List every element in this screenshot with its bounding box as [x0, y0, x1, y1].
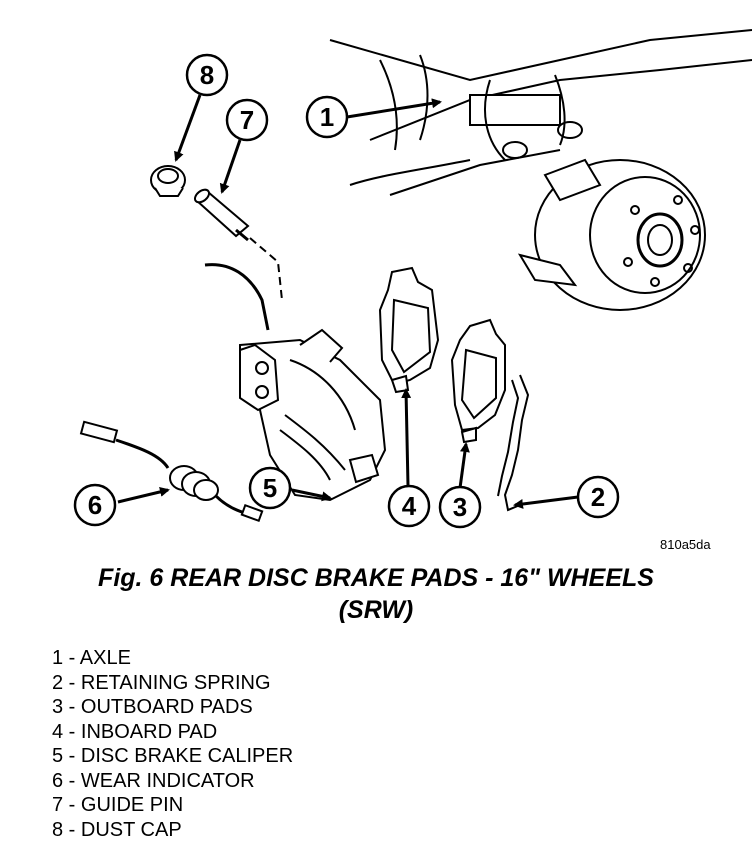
svg-text:2: 2 — [591, 482, 605, 512]
svg-text:4: 4 — [402, 491, 417, 521]
caption-line-1: Fig. 6 REAR DISC BRAKE PADS - 16" WHEELS — [98, 564, 654, 592]
figure-caption: Fig. 6 REAR DISC BRAKE PADS - 16" WHEELS… — [0, 562, 752, 626]
svg-text:8: 8 — [200, 60, 214, 90]
svg-text:3: 3 — [453, 492, 467, 522]
svg-text:6: 6 — [88, 490, 102, 520]
inboard-pad-drawing — [378, 266, 440, 394]
wear-indicator-drawing — [79, 420, 264, 523]
callout-8: 8 — [185, 53, 229, 97]
callout-7: 7 — [225, 98, 269, 142]
callout-5: 5 — [248, 466, 292, 510]
image-code: 810a5da — [660, 537, 711, 552]
callout-3: 3 — [438, 485, 482, 529]
svg-text:7: 7 — [240, 105, 254, 135]
retaining-spring-drawing — [497, 374, 530, 512]
callout-4: 4 — [387, 484, 431, 528]
legend-item: 8 - DUST CAP — [52, 818, 182, 841]
caliper-drawing — [204, 263, 387, 502]
guide-pin-drawing — [193, 188, 283, 301]
svg-text:5: 5 — [263, 473, 277, 503]
legend-item: 4 - INBOARD PAD — [52, 720, 218, 743]
dust-cap-drawing — [150, 165, 186, 197]
callout-2: 2 — [576, 475, 620, 519]
caption-line-2: (SRW) — [338, 596, 414, 624]
legend-item: 7 - GUIDE PIN — [52, 794, 184, 816]
callout-6: 6 — [73, 483, 117, 527]
parts-legend: 1 - AXLE 2 - RETAINING SPRING 3 - OUTBOA… — [52, 646, 293, 842]
callout-1: 1 — [305, 95, 349, 139]
svg-text:1: 1 — [320, 102, 334, 132]
brake-assembly-illustration: 1 2 3 4 5 6 7 8 — [73, 29, 752, 529]
legend-item: 6 - WEAR INDICATOR — [52, 769, 255, 792]
legend-item: 5 - DISC BRAKE CALIPER — [52, 745, 294, 767]
legend-item: 3 - OUTBOARD PADS — [52, 696, 253, 718]
legend-item: 1 - AXLE — [52, 647, 131, 669]
outboard-pad-drawing — [450, 318, 506, 444]
legend-item: 2 - RETAINING SPRING — [52, 671, 271, 694]
axle-drawing — [329, 29, 752, 311]
leader-arrows — [117, 94, 579, 509]
